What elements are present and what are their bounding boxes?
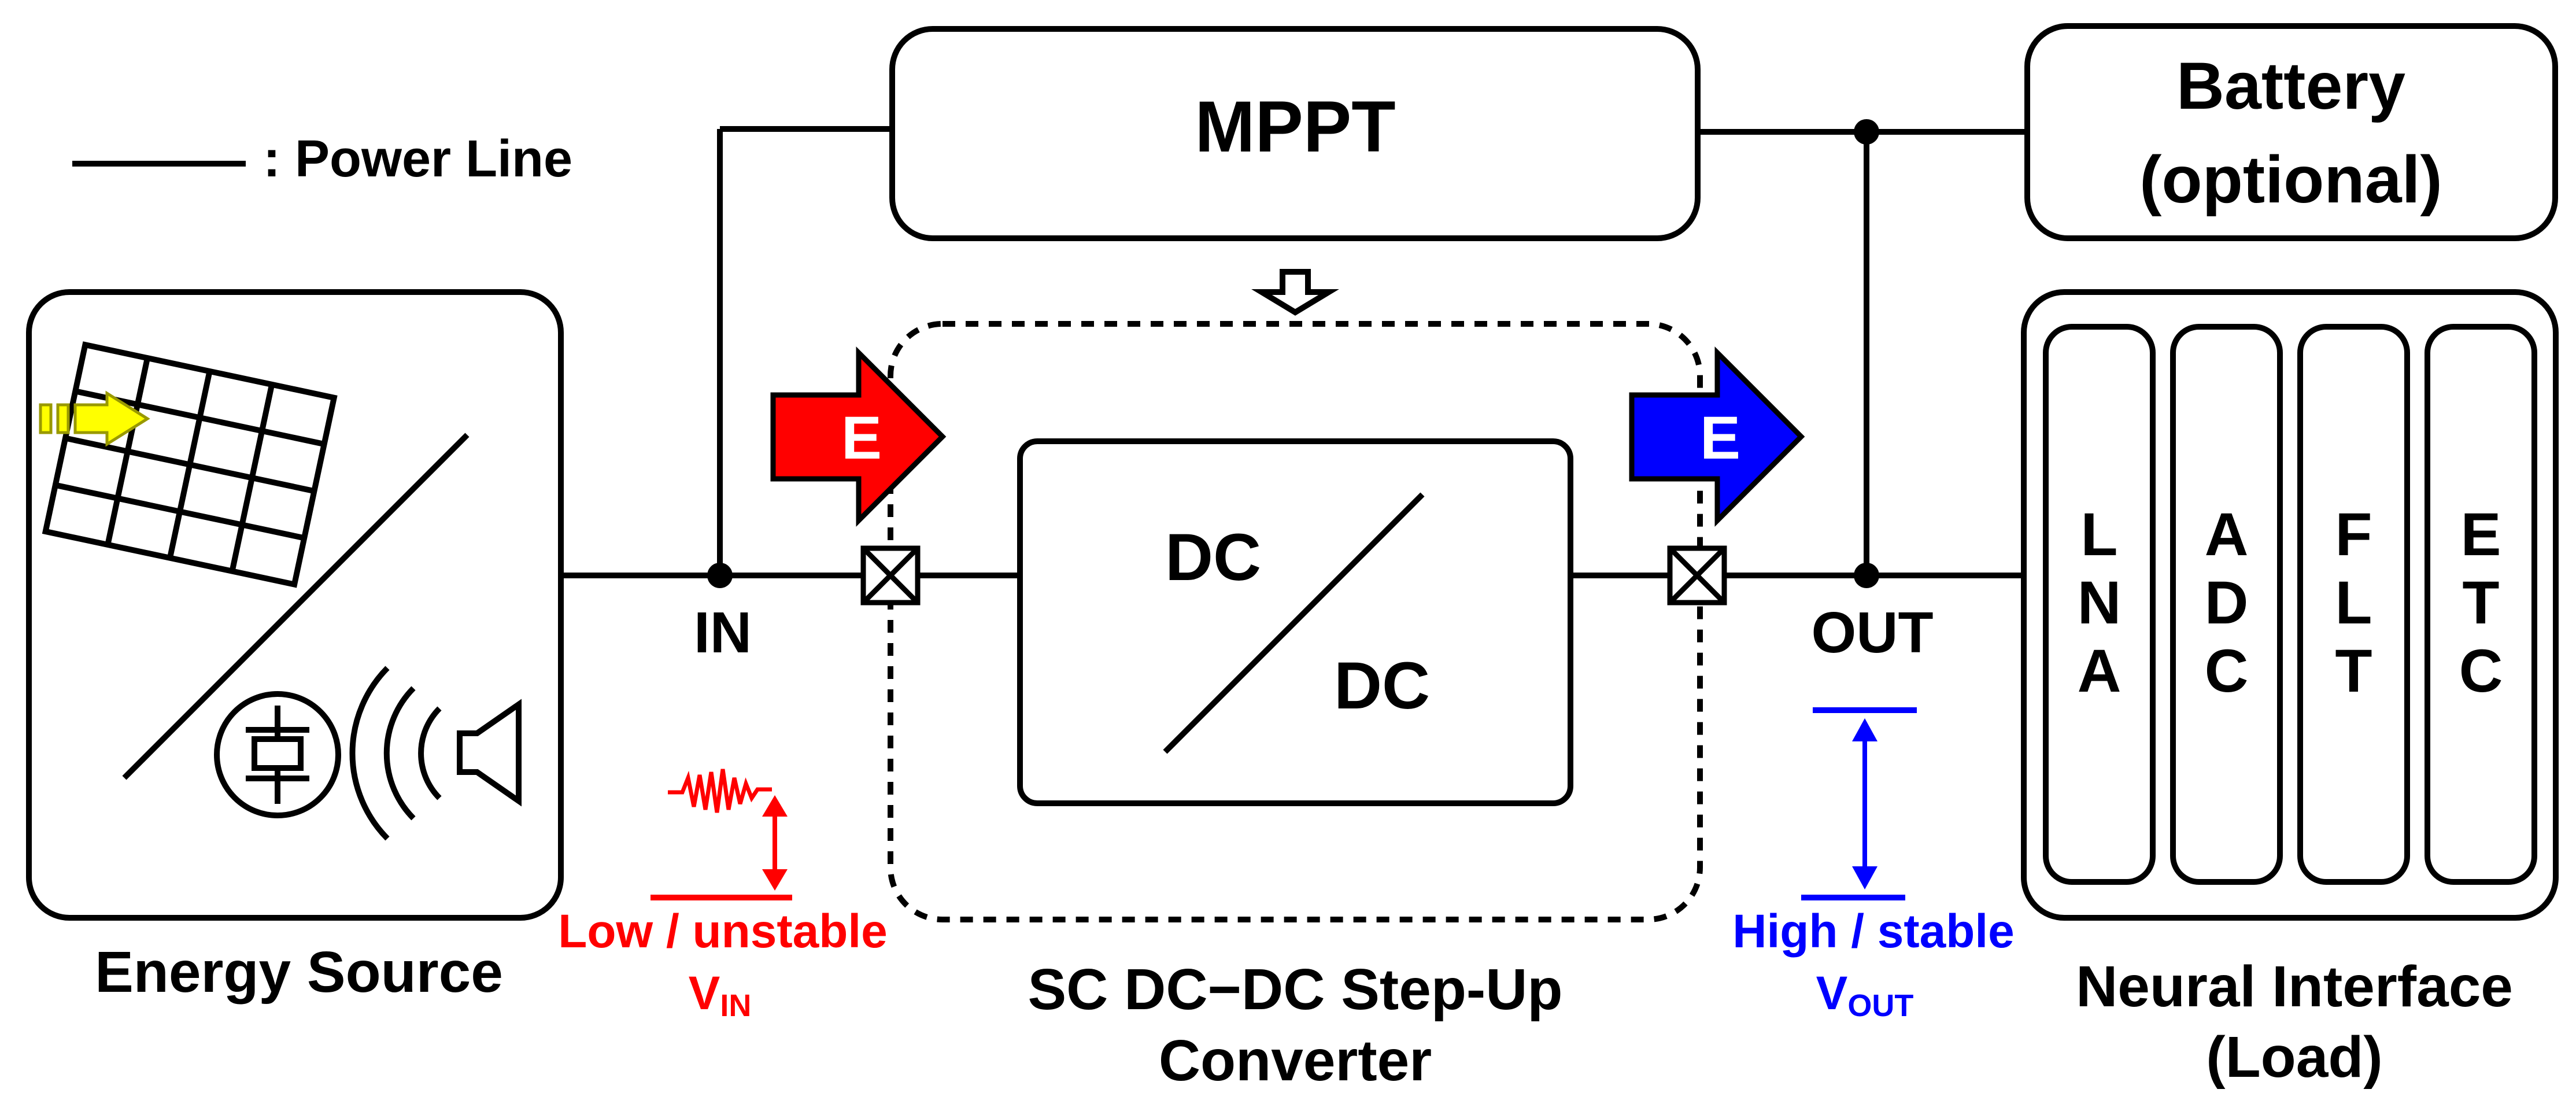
vout-arrow-down-icon: [1852, 866, 1878, 889]
node-in-label: IN: [694, 600, 752, 665]
node-out-dot: [1854, 563, 1879, 588]
mppt-box: [889, 26, 1701, 241]
converter-label-line2: Converter: [1159, 1028, 1432, 1093]
battery-box: [2024, 23, 2558, 241]
vout-symbol: VOUT: [1816, 967, 1914, 1023]
power-lines: [561, 126, 2027, 578]
vin-symbol-sub: IN: [720, 988, 751, 1023]
mppt-label: MPPT: [1195, 87, 1395, 167]
energy-out-arrow-label: E: [1700, 404, 1740, 472]
vin-arrow-down-icon: [762, 869, 788, 891]
energy-in-arrow-label: E: [841, 404, 882, 472]
vout-arrow-up-icon: [1852, 718, 1878, 741]
neural-interface-box: [2021, 289, 2559, 921]
load-module-letter: T: [2462, 569, 2499, 637]
dcdc-divider-line: [1163, 492, 1425, 754]
vin-annotation: Low / unstable VIN: [558, 769, 888, 1023]
vout-annotation: High / stable VOUT: [1732, 707, 2015, 1023]
battery-label-line1: Battery: [2176, 49, 2405, 123]
vin-noise-waveform: [668, 769, 772, 813]
mppt-block: MPPT: [889, 26, 1701, 241]
battery-block: Battery (optional): [2024, 23, 2558, 241]
converter-label-line1: SC DC−DC Step-Up: [1028, 957, 1562, 1022]
load-module-letter: L: [2080, 501, 2117, 568]
input-switch-icon: [860, 545, 921, 606]
load-module-box: [2170, 324, 2283, 885]
neural-interface-label-line2: (Load): [2206, 1025, 2382, 1090]
load-module-letter: C: [2205, 637, 2249, 705]
load-module-letter: E: [2460, 501, 2501, 568]
load-module-letter: L: [2335, 569, 2372, 637]
vout-symbol-sub: OUT: [1847, 988, 1913, 1023]
vout-description: High / stable: [1732, 905, 2015, 958]
energy-out-arrow-icon: E: [1629, 346, 1805, 527]
piezo-icon: [214, 691, 341, 818]
battery-label-line2: (optional): [2139, 143, 2442, 217]
vin-description: Low / unstable: [558, 905, 887, 958]
load-module-letter: D: [2205, 569, 2249, 637]
dcdc-output-label: DC: [1334, 649, 1430, 723]
dcdc-input-label: DC: [1165, 520, 1261, 595]
legend: : Power Line: [72, 130, 572, 188]
vin-symbol-base: V: [689, 967, 720, 1020]
load-module-letter: A: [2205, 501, 2249, 568]
source-divider-line: [122, 433, 470, 780]
load-module-box: [2043, 324, 2156, 885]
load-module-box: [2297, 324, 2410, 885]
load-module-letter: T: [2335, 637, 2372, 705]
sun-ray-icon: [39, 390, 150, 447]
energy-in-arrow-icon: E: [770, 346, 947, 527]
node-battery-dot: [1854, 119, 1879, 145]
node-in-dot: [707, 563, 733, 588]
mppt-control-arrow-icon: [1251, 269, 1339, 316]
converter-boundary: [888, 321, 1703, 922]
legend-label: : Power Line: [263, 130, 572, 188]
speaker-icon: [349, 666, 522, 841]
energy-source-label: Energy Source: [95, 940, 503, 1005]
node-out-label: OUT: [1811, 600, 1933, 665]
load-module-letter: N: [2078, 569, 2122, 637]
load-module-box: [2425, 324, 2537, 885]
load-module-letter: A: [2078, 637, 2122, 705]
energy-source-block: [26, 289, 564, 921]
load-module-letter: F: [2335, 501, 2372, 568]
neural-interface-label-line1: Neural Interface: [2076, 954, 2513, 1019]
output-switch-icon: [1667, 545, 1727, 606]
load-module-letter: C: [2459, 637, 2503, 705]
vin-arrow-up-icon: [762, 795, 788, 817]
vout-symbol-base: V: [1816, 967, 1848, 1020]
dcdc-block: DC DC: [1017, 438, 1573, 806]
vin-symbol: VIN: [689, 967, 752, 1023]
